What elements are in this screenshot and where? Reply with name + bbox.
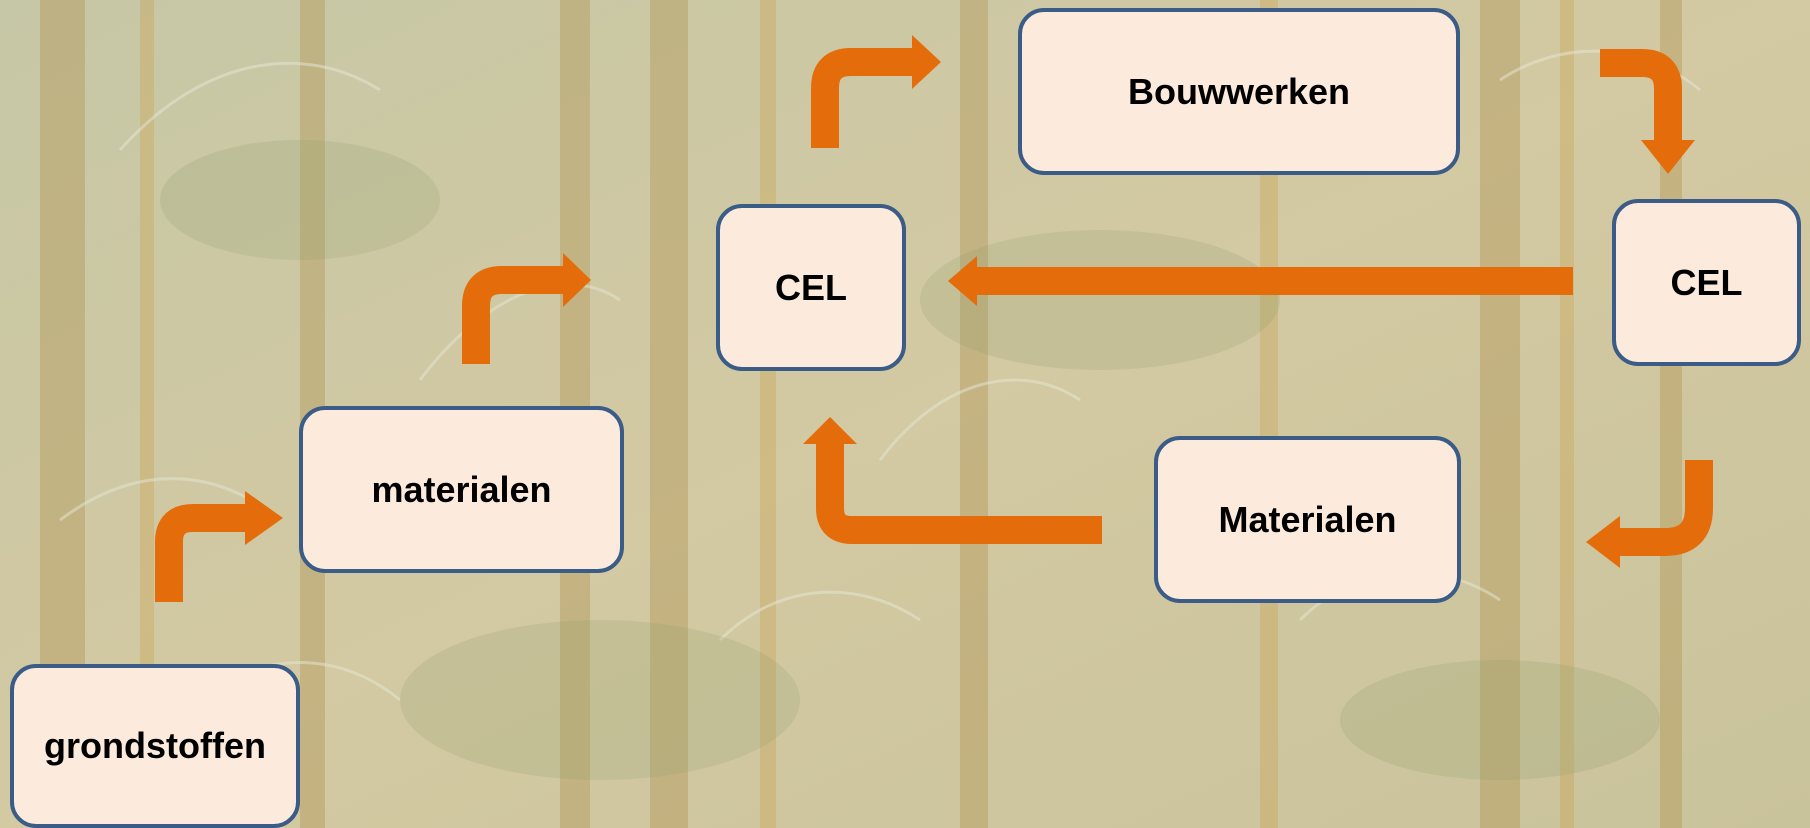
node-cel-left: CEL — [716, 204, 906, 371]
node-materialen-output: Materialen — [1154, 436, 1461, 603]
node-grondstoffen: grondstoffen — [10, 664, 300, 828]
arrow-cel-to-materialen — [1618, 460, 1713, 556]
arrow-materialen-to-cel-left — [816, 442, 1102, 544]
arrowhead-grondstoffen — [245, 491, 283, 545]
arrow-cel-to-bouwwerken — [811, 48, 914, 148]
node-materialen-output-label: Materialen — [1218, 498, 1397, 540]
node-cel-left-label: CEL — [775, 266, 847, 308]
node-bouwwerken: Bouwwerken — [1018, 8, 1460, 175]
node-bouwwerken-label: Bouwwerken — [1127, 70, 1351, 112]
arrowhead-cel-materialen — [1586, 516, 1620, 568]
arrow-bouwwerken-to-cel — [1600, 49, 1682, 142]
node-materialen-label: materialen — [371, 468, 552, 510]
arrowhead-materialen — [563, 253, 591, 307]
arrowhead-cel-bouwwerken — [912, 35, 941, 89]
node-cel-right-label: CEL — [1670, 261, 1743, 303]
arrowhead-cel-right-to-left — [948, 256, 977, 306]
arrowhead-bouwwerken-cel — [1641, 140, 1695, 174]
node-cel-right: CEL — [1612, 199, 1801, 366]
node-materialen: materialen — [299, 406, 624, 573]
arrow-grondstoffen-to-materialen — [155, 504, 247, 602]
arrow-materialen-to-cel — [462, 266, 565, 364]
arrowhead-materialen-cel — [803, 417, 857, 444]
node-grondstoffen-label: grondstoffen — [44, 725, 266, 766]
